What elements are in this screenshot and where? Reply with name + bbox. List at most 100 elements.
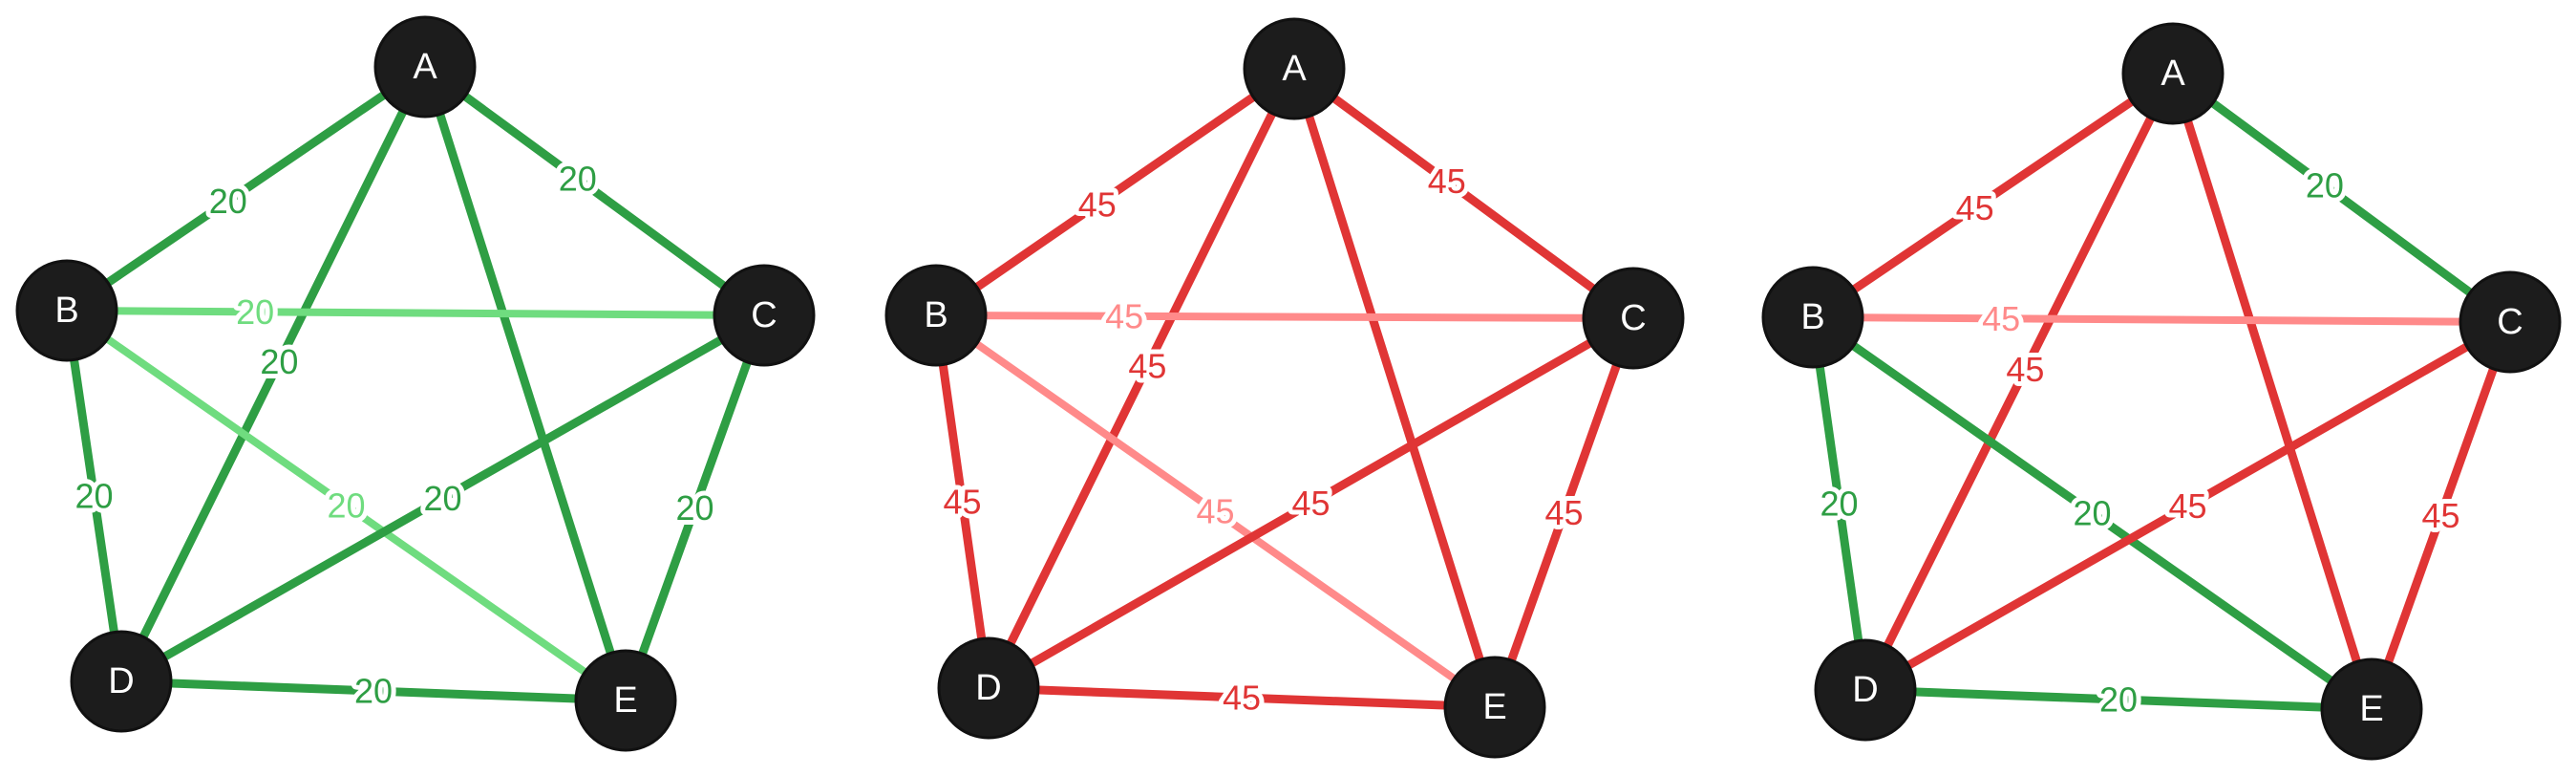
edge-label-b-c: 45	[1982, 299, 2020, 338]
edge-a-e	[420, 62, 630, 705]
node-circle	[937, 636, 1040, 740]
edge-b-d	[931, 311, 993, 693]
edge-c-e	[1490, 313, 1638, 712]
edge-label-c-e: 45	[1544, 493, 1583, 532]
node-circle	[1443, 656, 1546, 759]
edge-b-e	[932, 312, 1499, 711]
node-circle	[1243, 17, 1346, 120]
edge-label-c-d: 45	[1291, 484, 1330, 523]
edge-c-d	[984, 313, 1638, 693]
node-circle	[713, 264, 816, 367]
node-e: E	[2320, 657, 2423, 761]
node-e: E	[1443, 656, 1546, 759]
edge-a-c	[2168, 69, 2515, 327]
node-c: C	[1582, 267, 1685, 370]
edge-b-d	[62, 306, 126, 686]
node-b: B	[884, 264, 988, 367]
edge-a-b	[1808, 69, 2178, 322]
node-circle	[2121, 22, 2225, 125]
node-c: C	[713, 264, 816, 367]
edge-c-d	[117, 311, 769, 686]
edge-label-c-e: 20	[675, 488, 713, 528]
node-label: B	[54, 291, 78, 331]
node-circle	[2320, 657, 2423, 761]
node-label: E	[1482, 687, 1506, 727]
edges	[931, 64, 1638, 712]
edge-label-a-d: 20	[260, 342, 298, 381]
edge-d-e	[117, 677, 630, 705]
edges	[1808, 69, 2515, 714]
edge-label-d-e: 45	[1223, 679, 1261, 718]
edge-c-e	[2367, 317, 2515, 714]
node-a: A	[373, 15, 477, 119]
node-e: E	[574, 649, 677, 752]
edge-label-a-c: 45	[1428, 162, 1466, 201]
edge-label-a-b: 45	[1078, 184, 1117, 224]
node-b: B	[15, 259, 118, 362]
edge-label-a-c: 20	[2306, 166, 2344, 205]
node-d: D	[937, 636, 1040, 740]
node-circle	[574, 649, 677, 752]
edge-label-b-c: 20	[236, 292, 274, 332]
edge-a-e	[2168, 69, 2376, 714]
node-d: D	[70, 630, 173, 733]
node-circle	[373, 15, 477, 119]
node-label: C	[1620, 298, 1646, 338]
edge-label-b-c: 45	[1105, 296, 1143, 335]
node-label: A	[413, 47, 437, 87]
edge-label-b-d: 20	[1820, 485, 1858, 524]
edge-label-c-d: 20	[423, 479, 461, 518]
edge-b-e	[1808, 313, 2376, 714]
node-label: A	[1282, 49, 1307, 89]
edge-a-d	[1861, 69, 2178, 695]
edge-label-b-e: 20	[327, 486, 365, 526]
edge-label-c-d: 45	[2168, 486, 2206, 526]
edge-label-a-b: 20	[209, 182, 247, 221]
edge-a-d	[117, 62, 430, 686]
node-circle	[15, 259, 118, 362]
edge-c-e	[621, 311, 769, 705]
node-a: A	[1243, 17, 1346, 120]
edge-a-c	[420, 62, 769, 320]
edge-label-b-e: 20	[2073, 494, 2111, 533]
edge-b-d	[1808, 313, 1870, 695]
node-circle	[70, 630, 173, 733]
edge-b-e	[63, 307, 629, 704]
node-circle	[1582, 267, 1685, 370]
edge-d-e	[1861, 685, 2376, 714]
node-circle	[1814, 638, 1917, 742]
edge-a-b	[931, 64, 1299, 320]
edge-b-c	[1809, 313, 2514, 326]
node-label: B	[924, 295, 947, 335]
edge-a-e	[1289, 64, 1500, 712]
edge-d-e	[984, 683, 1500, 712]
node-label: E	[613, 680, 637, 721]
edge-label-a-d: 45	[1128, 347, 1166, 386]
edge-b-c	[932, 312, 1637, 322]
edge-label-b-e: 45	[1196, 492, 1234, 531]
nodes: A B C D E	[884, 17, 1685, 759]
node-label: D	[1852, 670, 1878, 710]
node-label: D	[108, 661, 134, 701]
edge-a-c	[1289, 64, 1638, 323]
edge-label-b-d: 20	[75, 477, 113, 516]
node-circle	[2459, 270, 2562, 374]
nodes: A B C D E	[15, 15, 816, 752]
edge-label-a-c: 20	[559, 160, 597, 199]
node-label: D	[975, 668, 1001, 708]
edge-c-d	[1861, 317, 2515, 695]
node-c: C	[2459, 270, 2562, 374]
node-b: B	[1761, 266, 1864, 369]
edge-label-c-e: 45	[2421, 496, 2459, 535]
node-label: E	[2359, 689, 2383, 729]
node-label: C	[751, 295, 777, 335]
edge-label-d-e: 20	[2099, 680, 2138, 720]
